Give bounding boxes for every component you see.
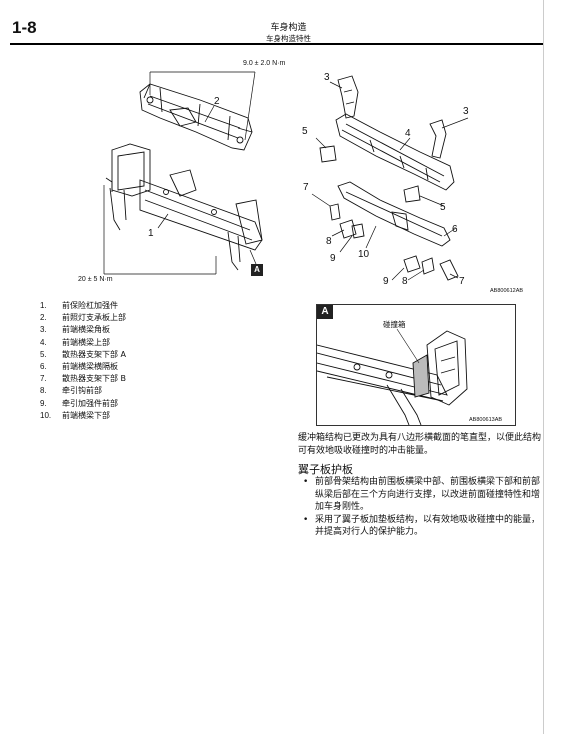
legend-item: 7.散热器支架下部 B (40, 374, 127, 384)
callout-10: 10 (358, 249, 370, 260)
legend-item: 8.牵引钩前部 (40, 386, 102, 396)
headlamp-support-upper-drawing (139, 83, 253, 151)
callout-7-left: 7 (303, 182, 309, 193)
callout-9-left: 9 (330, 253, 336, 264)
figure-code-detail: AB800613AB (469, 417, 503, 423)
legend-item: 10.前端横梁下部 (40, 410, 110, 420)
callout-4: 4 (405, 128, 411, 139)
torque-spec-lower: 20 ± 5 N·m (78, 276, 113, 283)
page-edge-rule (543, 0, 544, 734)
callout-8-left: 8 (326, 236, 332, 247)
legend-item: 4.前端横梁上部 (40, 337, 110, 347)
legend-item: 2.前照灯支承板上部 (40, 313, 126, 323)
detail-view-a: A 碰撞箱 AB800613AB (316, 304, 516, 426)
crash-box-description: 缓冲箱结构已更改为具有八边形横截面的笔直型，以便此结构可有效地吸收碰撞时的冲击能… (298, 433, 542, 456)
bullet-item: •采用了翼子板加垫板结构，以有效地吸收碰撞中的能量，并提高对行人的保护能力。 (303, 514, 541, 538)
page-title: 车身构造 (270, 23, 307, 33)
callout-5-left: 5 (302, 126, 308, 137)
page-subtitle: 车身构造特性 (266, 34, 311, 43)
callout-6: 6 (452, 224, 458, 235)
callout-2: 2 (214, 96, 220, 107)
bullet-list: •前部骨架结构由前围板横梁中部、前围板横梁下部和前部纵梁后部在三个方向进行支撑，… (303, 476, 543, 539)
bullet-dot-icon: • (303, 477, 309, 487)
callout-3-right: 3 (463, 106, 469, 117)
section-heading: 翼子板护板 (298, 463, 353, 476)
view-a-tag: A (251, 264, 263, 276)
bullet-dot-icon: • (303, 514, 309, 525)
callout-3-left: 3 (324, 72, 330, 83)
torque-spec-upper: 9.0 ± 2.0 N·m (243, 60, 286, 67)
callout-7-right: 7 (459, 276, 465, 287)
legend-item: 5.散热器支架下部 A (40, 349, 127, 359)
header-rule (10, 43, 543, 45)
callout-1: 1 (148, 228, 154, 239)
crash-box-label: 碰撞箱 (383, 320, 406, 329)
callout-5-right: 5 (440, 202, 446, 213)
legend-item: 1.前保险杠加强件 (40, 301, 118, 310)
figure-code-main: AB800612AB (490, 288, 524, 294)
front-end-crossmember-drawing (311, 75, 469, 281)
page-number: 1-8 (12, 18, 37, 37)
callout-8-right: 8 (402, 276, 408, 287)
exploded-diagram (103, 71, 469, 281)
crash-box-drawing (317, 328, 468, 425)
bullet-item: •前部骨架结构由前围板横梁中部、前围板横梁下部和前部纵梁后部在三个方向进行支撑，… (303, 477, 541, 513)
callout-9-right: 9 (383, 276, 389, 287)
legend-item: 6.前端横梁横隔板 (40, 361, 118, 371)
legend-item: 3.前端横梁角板 (40, 325, 110, 335)
legend-item: 9.牵引加强件前部 (40, 398, 118, 408)
detail-tag: A (317, 305, 333, 319)
bumper-reinforcement-drawing (105, 143, 263, 271)
parts-legend: 1.前保险杠加强件 2.前照灯支承板上部 3.前端横梁角板 4.前端横梁上部 5… (40, 300, 126, 422)
